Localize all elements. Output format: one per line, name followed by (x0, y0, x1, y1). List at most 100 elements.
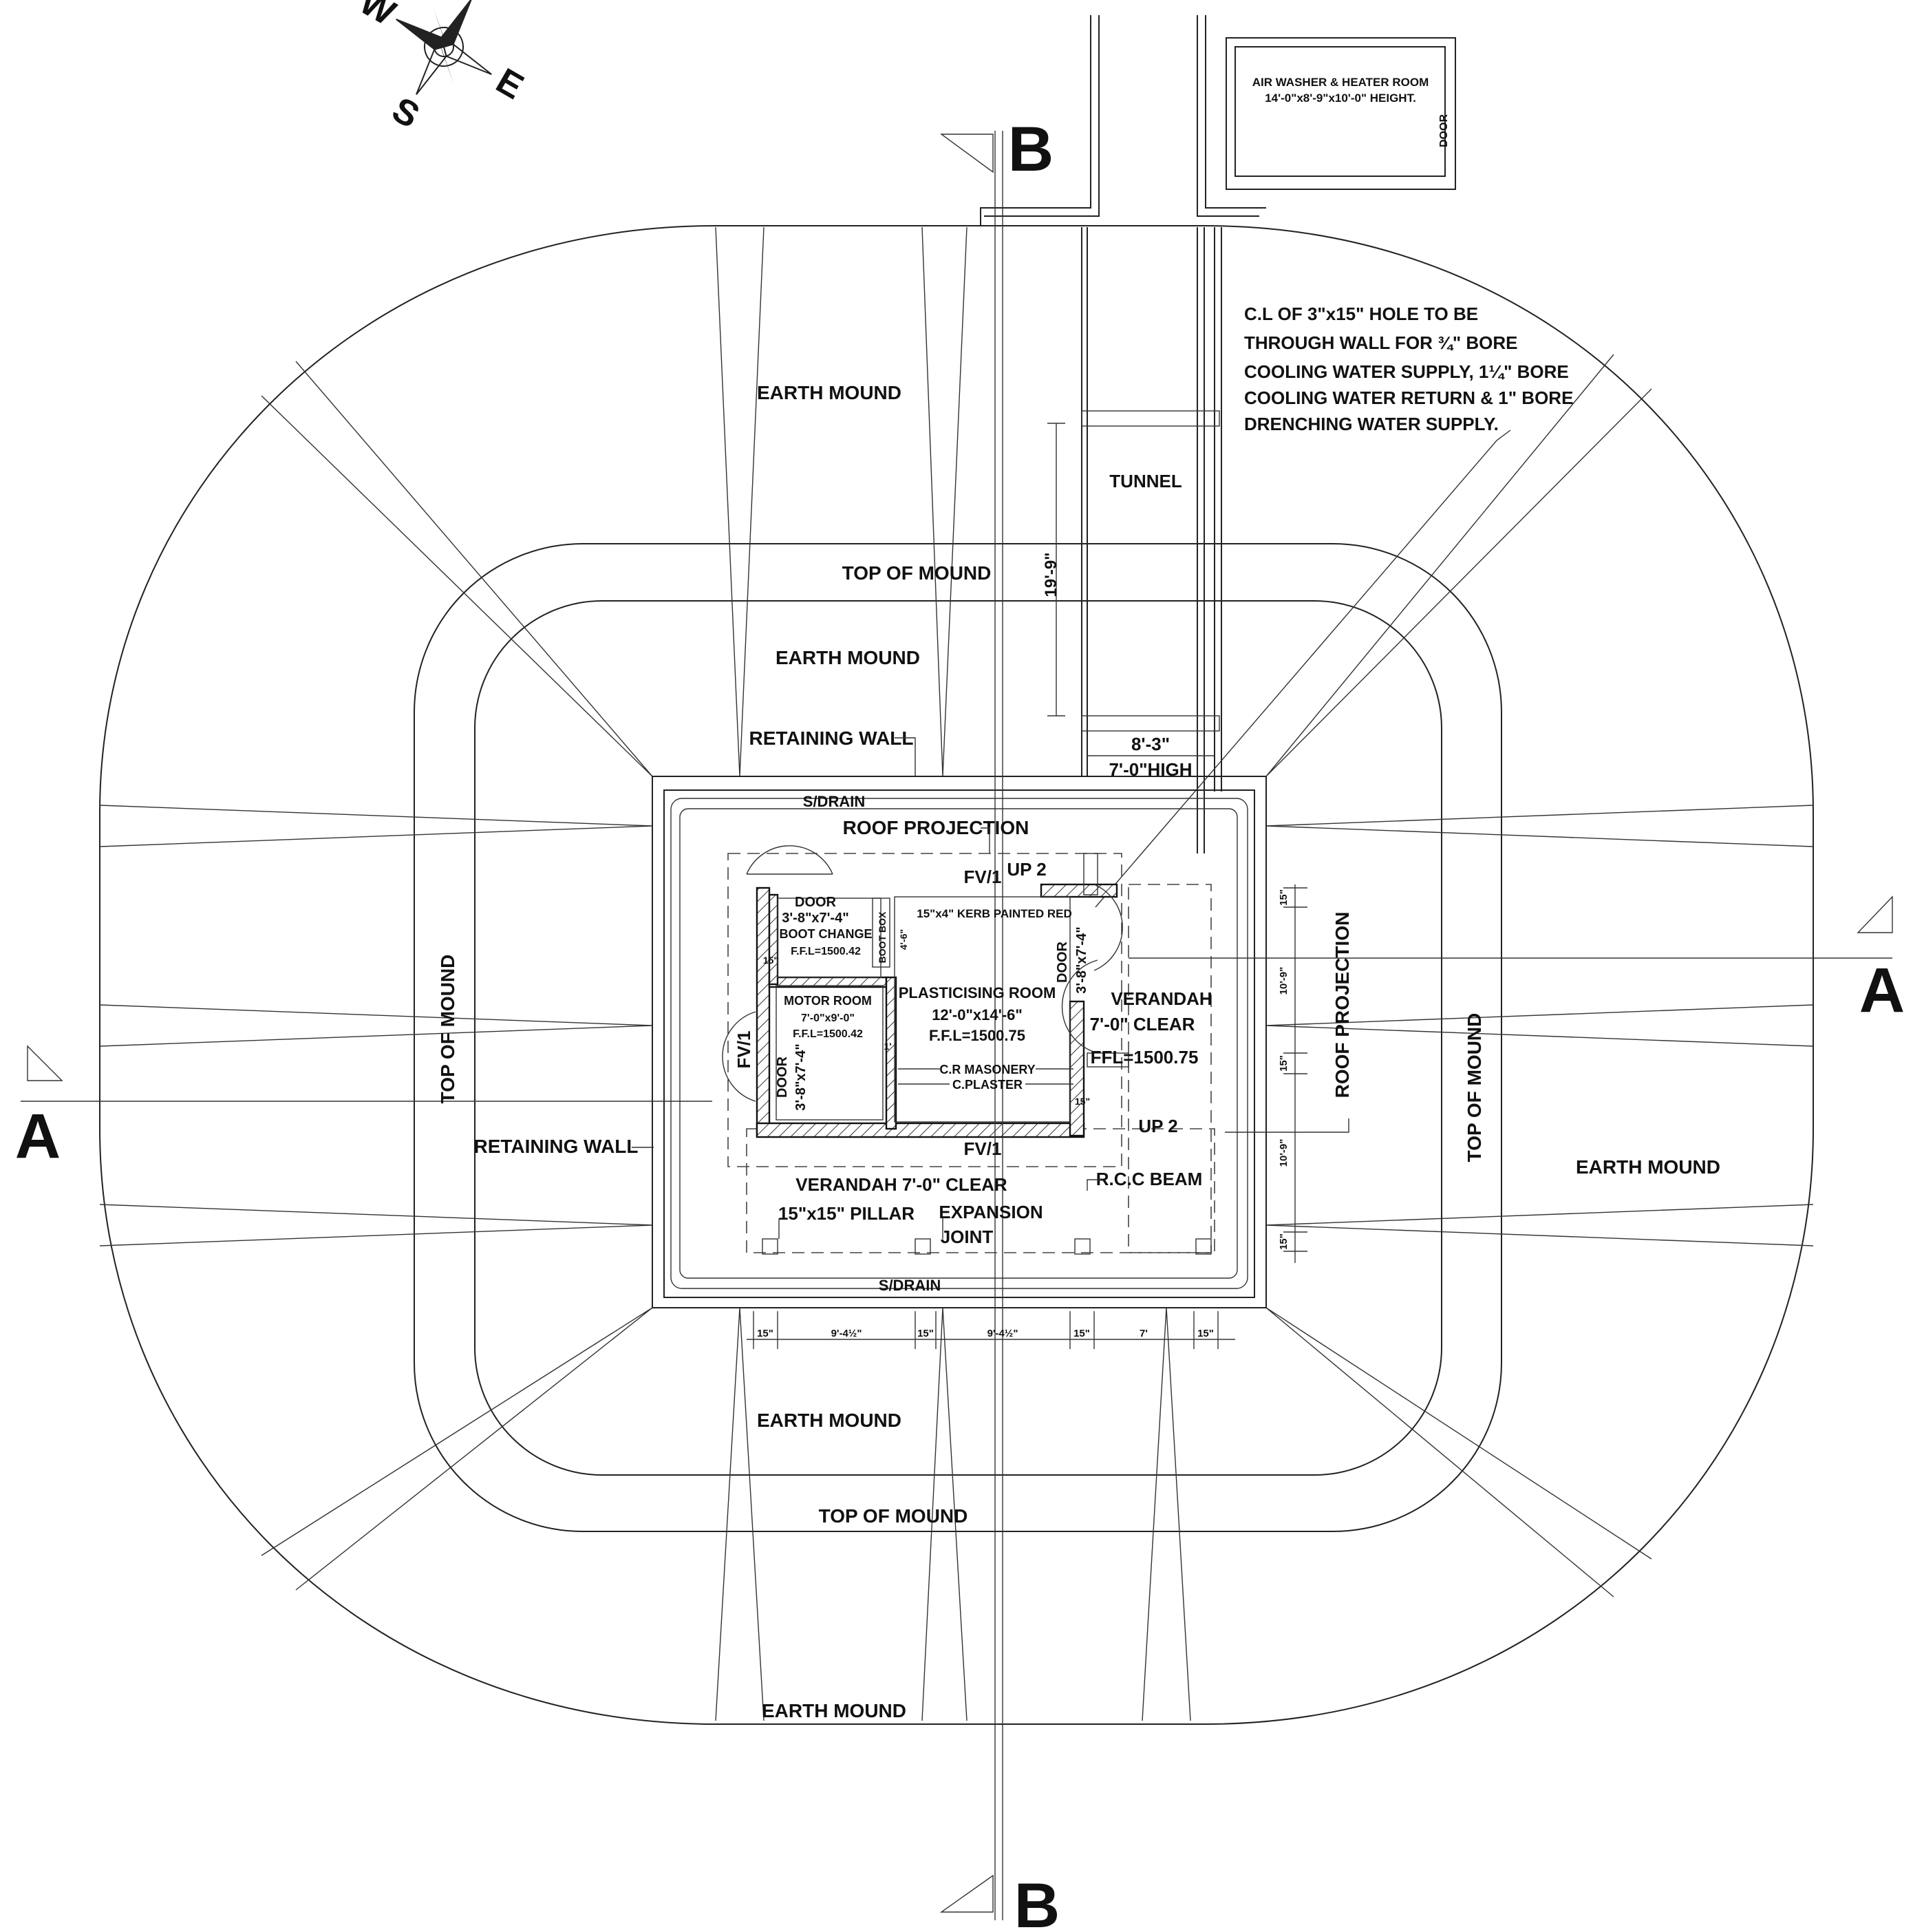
roof-projection-outline (727, 853, 1122, 1167)
bottom-dim-4: 15" (1073, 1328, 1090, 1339)
motor-room-size: 7'-0"x9'-0" (801, 1012, 855, 1024)
verandah-right-outline (1128, 884, 1212, 1253)
top-of-mound-bottom: TOP OF MOUND (819, 1505, 968, 1527)
motor-door-label: DOOR (775, 1056, 790, 1098)
svg-text:THROUGH WALL FOR ¾" BORE: THROUGH WALL FOR ¾" BORE (1244, 332, 1518, 353)
air-washer-size: 14'-0"x8'-9"x10'-0" HEIGHT. (1265, 92, 1416, 105)
section-b-arrow-top (939, 134, 994, 173)
retaining-wall-inner (663, 789, 1255, 1298)
joint-label: JOINT (941, 1227, 994, 1247)
right-dim-1: 10'-9" (1278, 967, 1290, 995)
dim-15-verandah: 15" (1075, 1096, 1090, 1107)
boot-door-label: DOOR (795, 895, 837, 910)
svg-text:DRENCHING WATER SUPPLY.: DRENCHING WATER SUPPLY. (1244, 414, 1499, 434)
top-of-mound-inner (474, 600, 1442, 1476)
bottom-dim-3: 9'-4½" (987, 1328, 1018, 1339)
kerb-label: 15"x4" KERB PAINTED RED (917, 907, 1072, 920)
s-drain-bottom-label: S/DRAIN (879, 1277, 941, 1294)
retaining-wall-outer (652, 776, 1267, 1308)
section-a-right-label: A (1859, 955, 1905, 1026)
roof-projection-right-label: ROOF PROJECTION (1332, 912, 1353, 1098)
tunnel-label: TUNNEL (1109, 471, 1182, 491)
top-of-mound-right: TOP OF MOUND (1464, 1013, 1485, 1163)
up2-right: UP 2 (1138, 1116, 1177, 1136)
top-of-mound-outer (414, 543, 1502, 1532)
right-dim-ticks (1283, 887, 1307, 1252)
dim-15-boot: 15" (763, 955, 778, 966)
boot-door-size: 3'-8"x7'-4" (782, 911, 848, 926)
tunnel-length-dim: 19'-9" (1042, 552, 1060, 597)
outer-mound-outline (99, 225, 1814, 1725)
fv1-bottom: FV/1 (964, 1138, 1002, 1159)
bottom-dim-5: 7' (1140, 1328, 1148, 1339)
earth-mound-bottom-inner: EARTH MOUND (757, 1410, 901, 1431)
surface-drain-inner (679, 808, 1238, 1279)
retaining-wall-top-label: RETAINING WALL (749, 728, 913, 749)
svg-text:COOLING WATER SUPPLY, 1¼" BORE: COOLING WATER SUPPLY, 1¼" BORE (1244, 361, 1569, 382)
fv1-top: FV/1 (964, 867, 1002, 887)
section-b-arrow-bottom (939, 1874, 994, 1913)
plasticising-room-label: PLASTICISING ROOM (899, 984, 1056, 1001)
section-b-bottom-label: B (1014, 1871, 1060, 1932)
svg-text:COOLING WATER RETURN & 1" BORE: COOLING WATER RETURN & 1" BORE (1244, 388, 1573, 408)
door-swings (722, 845, 1123, 1102)
bottom-dim-2: 15" (917, 1328, 934, 1339)
plasticising-room-size: 12'-0"x14'-6" (932, 1006, 1023, 1023)
c-plaster-label: C.PLASTER (952, 1078, 1023, 1092)
bottom-dim-6: 15" (1197, 1328, 1214, 1339)
air-washer-room (1226, 37, 1456, 190)
rcc-beam-label: R.C.C BEAM (1096, 1169, 1203, 1189)
mound-slope-lines (99, 226, 1814, 1721)
section-a-arrow-left (27, 1045, 63, 1081)
compass-icon: W S E (353, 0, 530, 136)
right-dim-2: 15" (1278, 1055, 1290, 1072)
verandah-bottom-label: VERANDAH 7'-0" CLEAR (795, 1174, 1007, 1195)
earth-mound-bottom-outer: EARTH MOUND (762, 1700, 906, 1721)
expansion-label: EXPANSION (939, 1202, 1043, 1222)
boot-box-label: BOOT BOX (877, 911, 888, 963)
motor-room-label: MOTOR ROOM (784, 994, 872, 1008)
right-dim-0: 15" (1278, 889, 1290, 906)
pipe-note: C.L OF 3"x15" HOLE TO BE THROUGH WALL FO… (1244, 304, 1573, 434)
bottom-dim-1: 9'-4½" (831, 1328, 862, 1339)
dim-1-label: 1' (884, 1041, 891, 1052)
motor-room-ffl: F.F.L=1500.42 (793, 1028, 863, 1040)
compass-west: W (353, 0, 403, 34)
pillar-label: 15"x15" PILLAR (778, 1203, 915, 1224)
note-leader-line (1095, 429, 1511, 908)
air-washer-door: DOOR (1438, 114, 1450, 147)
earth-mound-top-outer: EARTH MOUND (757, 382, 901, 403)
surface-drain-outer (670, 798, 1248, 1289)
tunnel (980, 15, 1266, 853)
s-drain-top-label: S/DRAIN (803, 793, 865, 810)
top-of-mound-left: TOP OF MOUND (437, 955, 458, 1104)
right-door-size: 3'-8"x7'-4" (1074, 926, 1089, 993)
building-walls (756, 853, 1129, 1138)
bottom-dim-ticks (753, 1311, 1219, 1349)
up2-top: UP 2 (1007, 859, 1046, 880)
boot-dim-label: 4'-6" (898, 929, 909, 950)
section-a-left-label: A (15, 1101, 61, 1171)
air-washer-title: AIR WASHER & HEATER ROOM (1252, 76, 1429, 89)
top-of-mound-top: TOP OF MOUND (842, 562, 992, 584)
earth-mound-top-inner: EARTH MOUND (776, 647, 920, 668)
verandah-right-clear: 7'-0" CLEAR (1090, 1014, 1195, 1034)
svg-text:C.L OF 3"x15" HOLE TO BE: C.L OF 3"x15" HOLE TO BE (1244, 304, 1478, 324)
pillars (762, 1238, 1212, 1255)
compass-south: S (385, 89, 426, 136)
compass-east: E (489, 61, 530, 107)
cr-masonery-label: C.R MASONERY (939, 1063, 1035, 1076)
retaining-wall-left-label: RETAINING WALL (473, 1136, 638, 1157)
tunnel-width-dim: 8'-3" (1131, 734, 1170, 754)
section-b-top-label: B (1008, 114, 1054, 184)
verandah-ffl: FFL=1500.75 (1091, 1047, 1199, 1068)
bottom-dim-0: 15" (757, 1328, 773, 1339)
motor-door-size: 3'-8"x7'-4" (793, 1043, 809, 1110)
plasticising-room-ffl: F.F.L=1500.75 (929, 1027, 1025, 1044)
roof-projection-top-label: ROOF PROJECTION (843, 817, 1029, 838)
boot-change-ffl: F.F.L=1500.42 (791, 946, 861, 957)
verandah-right-label: VERANDAH (1111, 988, 1212, 1009)
fv1-left: FV/1 (734, 1031, 754, 1069)
right-dim-4: 15" (1278, 1233, 1290, 1250)
